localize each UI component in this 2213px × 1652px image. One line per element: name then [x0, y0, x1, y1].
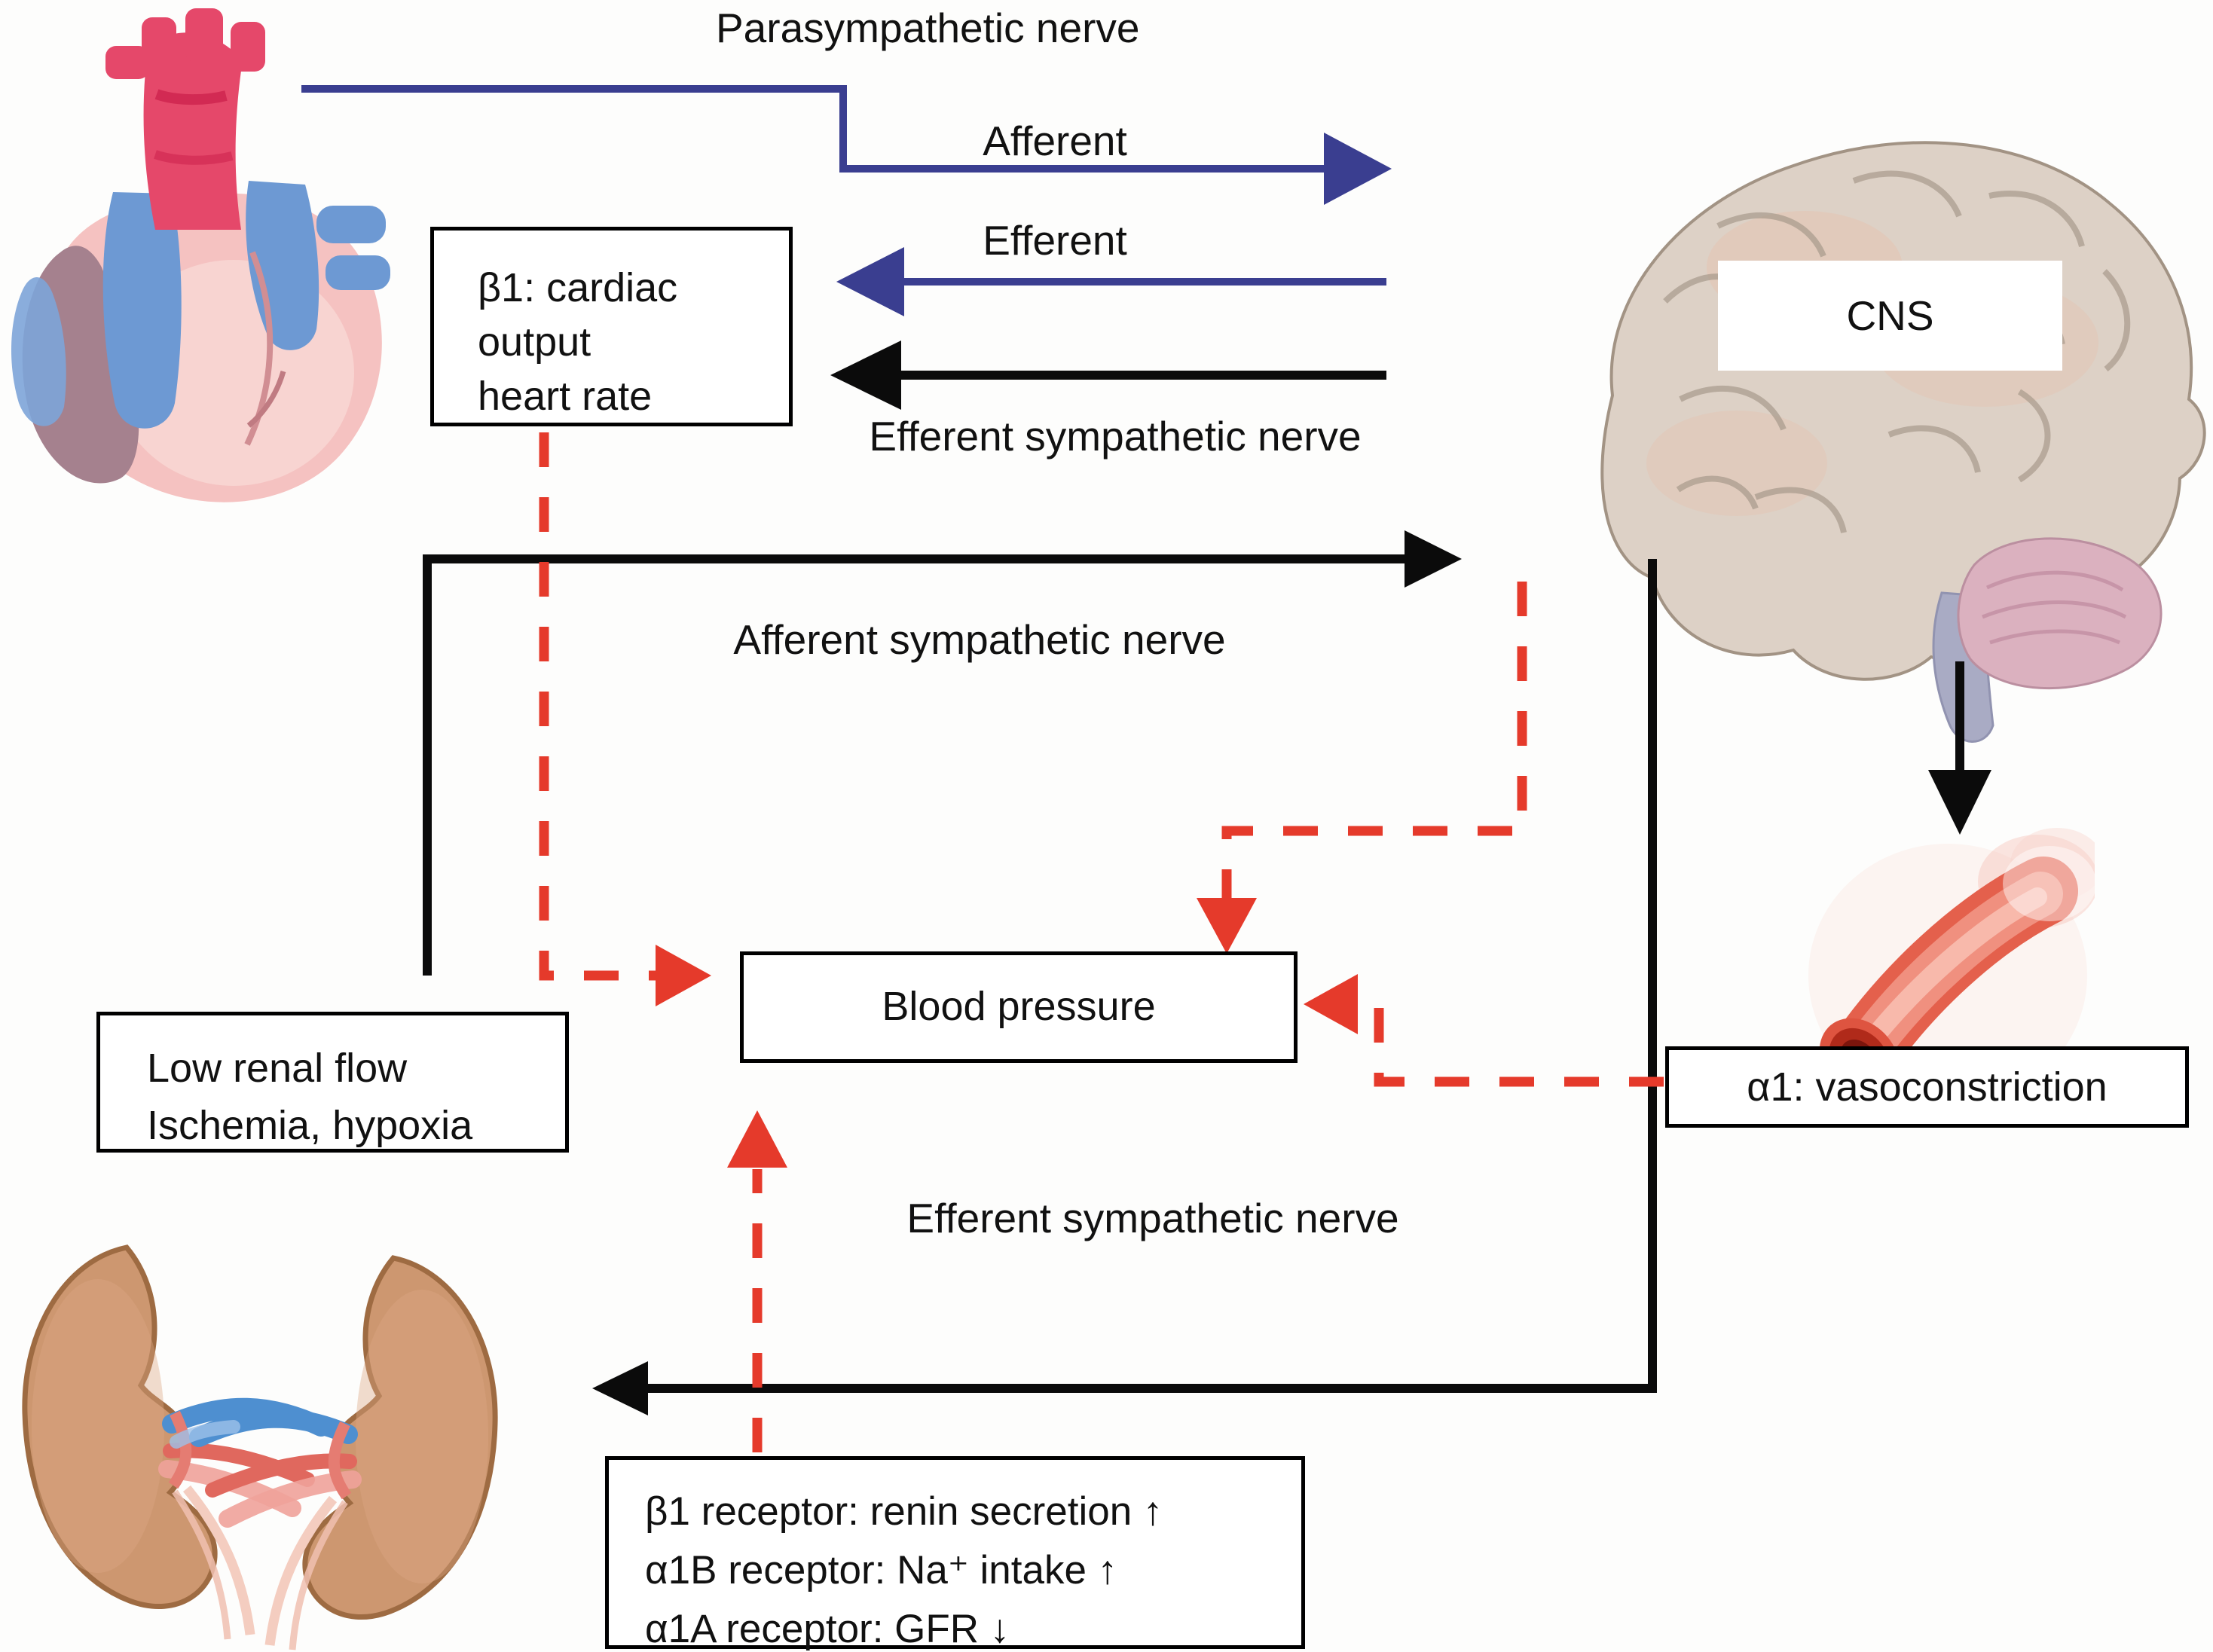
right-kidney [170, 1255, 498, 1650]
heart-icon [11, 8, 390, 502]
receptor-line: β1 receptor: renin secretion ↑ [645, 1489, 1163, 1534]
efferent-sympathetic-arrow-to-heart [830, 340, 1386, 410]
efferent-sympathetic-nerve-label-bottom: Efferent sympathetic nerve [906, 1195, 1399, 1241]
alpha1-label: α1: vasoconstriction [1747, 1064, 2108, 1110]
afferent-sympathetic-nerve-label: Afferent sympathetic nerve [733, 616, 1226, 663]
beta1-cardiac-box: β1: cardiac output heart rate [430, 227, 793, 426]
cns-to-vessel-arrow [1928, 661, 1991, 835]
blood-pressure-box: Blood pressure [740, 951, 1298, 1063]
alpha1-vasoconstriction-box: α1: vasoconstriction [1665, 1046, 2189, 1128]
cns-label-box: CNS [1718, 261, 2062, 371]
beta1-line: β1: cardiac [478, 265, 678, 310]
kidneys-icon [22, 1244, 498, 1650]
afferent-sympathetic-arrow-to-cns [423, 530, 1462, 976]
afferent-label: Afferent [983, 118, 1127, 164]
efferent-sympathetic-arrow-to-kidneys [592, 559, 1657, 1415]
beta1-line: output [478, 319, 591, 365]
red-dashed-cns-to-bp [1197, 582, 1527, 954]
red-dashed-kidneys-to-bp [727, 1110, 787, 1452]
receptor-line: α1B receptor: Na⁺ intake ↑ [645, 1548, 1118, 1592]
low-renal-line: Low renal flow [147, 1046, 408, 1091]
receptor-line: α1A receptor: GFR ↓ [645, 1607, 1010, 1651]
kidney-receptors-box: β1 receptor: renin secretion ↑ α1B recep… [605, 1456, 1305, 1651]
efferent-label: Efferent [983, 217, 1127, 264]
red-dashed-alpha1-to-bp [1304, 974, 1664, 1087]
low-renal-flow-box: Low renal flow Ischemia, hypoxia [96, 1012, 569, 1153]
efferent-sympathetic-nerve-label-top: Efferent sympathetic nerve [869, 413, 1362, 460]
parasympathetic-nerve-label: Parasympathetic nerve [716, 5, 1140, 51]
left-kidney [22, 1244, 350, 1640]
parasympathetic-afferent-arrow [301, 85, 1392, 205]
low-renal-line: Ischemia, hypoxia [147, 1103, 473, 1148]
parasympathetic-efferent-arrow [836, 247, 1386, 316]
red-dashed-beta1-to-bp [539, 432, 711, 1006]
blood-pressure-label: Blood pressure [882, 984, 1156, 1029]
beta1-line: heart rate [478, 374, 653, 419]
blood-vessel-icon [1808, 828, 2095, 1107]
cns-label: CNS [1846, 292, 1934, 339]
